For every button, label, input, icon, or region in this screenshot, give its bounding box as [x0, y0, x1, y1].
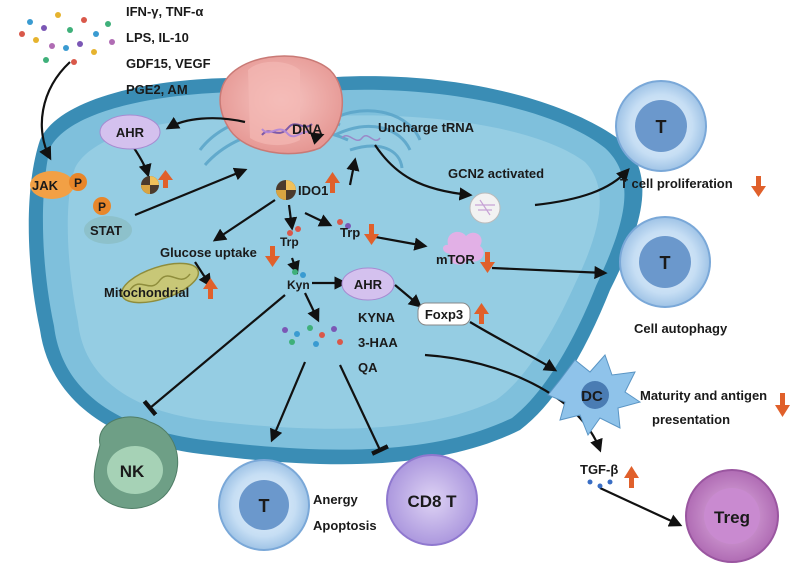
stimuli-line-4: PGE2, AM [126, 82, 188, 97]
glucose-uptake: Glucose uptake [160, 245, 280, 267]
stimuli-line-3: GDF15, VEGF [126, 56, 211, 71]
tgf-beta: TGF-β [580, 462, 639, 489]
p-label-2: P [98, 200, 106, 214]
treg-cell: Treg [685, 469, 779, 563]
t3-caption-2: Apoptosis [313, 518, 377, 533]
mtor-node: mTOR [436, 231, 495, 273]
uncharge-trna-label: Uncharge tRNA [378, 120, 475, 135]
stimuli-particles [19, 12, 115, 65]
mito-label: Mitochondrial [104, 285, 189, 300]
ahr-node-mid: AHR [341, 267, 395, 301]
dc-caption-1: Maturity and antigen [640, 388, 767, 403]
kyn-label: Kyn [287, 278, 310, 292]
foxp3-label: Foxp3 [425, 307, 463, 322]
stimuli-line-2: LPS, IL-10 [126, 30, 189, 45]
haa-label: 3-HAA [358, 335, 398, 350]
jak-stat: JAK P P STAT [30, 171, 132, 244]
t-cell-autophagy: T Cell autophagy [619, 216, 728, 336]
t2-label: T [660, 253, 671, 273]
trp2-label: Trp [340, 225, 360, 240]
nucleus: DNA [219, 55, 344, 155]
pathway-arrows [39, 61, 683, 527]
t1-label: T [656, 117, 667, 137]
foxp3-node: Foxp3 [417, 302, 489, 326]
dc-caption-2: presentation [652, 412, 730, 427]
t3-caption-1: Anergy [313, 492, 359, 507]
t3-label: T [259, 496, 270, 516]
mtor-label: mTOR [436, 252, 475, 267]
t-cell-proliferation: T T cell proliferation [615, 80, 766, 197]
qa-label: QA [358, 360, 378, 375]
nk-label: NK [120, 462, 145, 481]
trp-node-1: Trp [280, 226, 301, 249]
stimuli-list: IFN-γ, TNF-α LPS, IL-10 GDF15, VEGF PGE2… [126, 4, 211, 97]
stimuli-line-1: IFN-γ, TNF-α [126, 4, 203, 19]
stat-label: STAT [90, 223, 122, 238]
mitochondrion: Mitochondrial [104, 262, 218, 304]
ahr-top-label: AHR [116, 125, 145, 140]
dendritic-cell: DC Maturity and antigen presentation [547, 354, 790, 437]
ahr-mid-label: AHR [354, 277, 383, 292]
treg-label: Treg [714, 508, 750, 527]
metabolite-list: KYNA 3-HAA QA [358, 310, 398, 375]
trp-node-2: Trp [337, 219, 379, 245]
dc-label: DC [581, 388, 603, 405]
trp1-label: Trp [280, 235, 299, 249]
cd8-t-cell: CD8 T [386, 454, 478, 546]
ido1-glyph-small [141, 170, 173, 194]
nk-cell: NK [93, 416, 179, 509]
t1-caption: T cell proliferation [620, 176, 733, 191]
kyn-node: Kyn [287, 269, 310, 292]
kyna-label: KYNA [358, 310, 395, 325]
gcn2-node: GCN2 activated [448, 166, 544, 224]
uncharge-trna: Uncharge tRNA [341, 120, 475, 141]
t-cell-anergy: T Anergy Apoptosis [218, 459, 377, 551]
p-label-1: P [74, 176, 82, 190]
ido1-node: IDO1 [276, 172, 340, 200]
metabolite-particles [282, 325, 343, 347]
t2-caption: Cell autophagy [634, 321, 728, 336]
ido1-label: IDO1 [298, 183, 328, 198]
gcn2-label: GCN2 activated [448, 166, 544, 181]
dna-label: DNA [292, 121, 322, 137]
glucose-label: Glucose uptake [160, 245, 257, 260]
jak-label: JAK [32, 178, 59, 193]
ahr-node-top: AHR [99, 114, 161, 150]
cd8-label: CD8 T [407, 492, 457, 511]
tgf-label: TGF-β [580, 462, 618, 477]
